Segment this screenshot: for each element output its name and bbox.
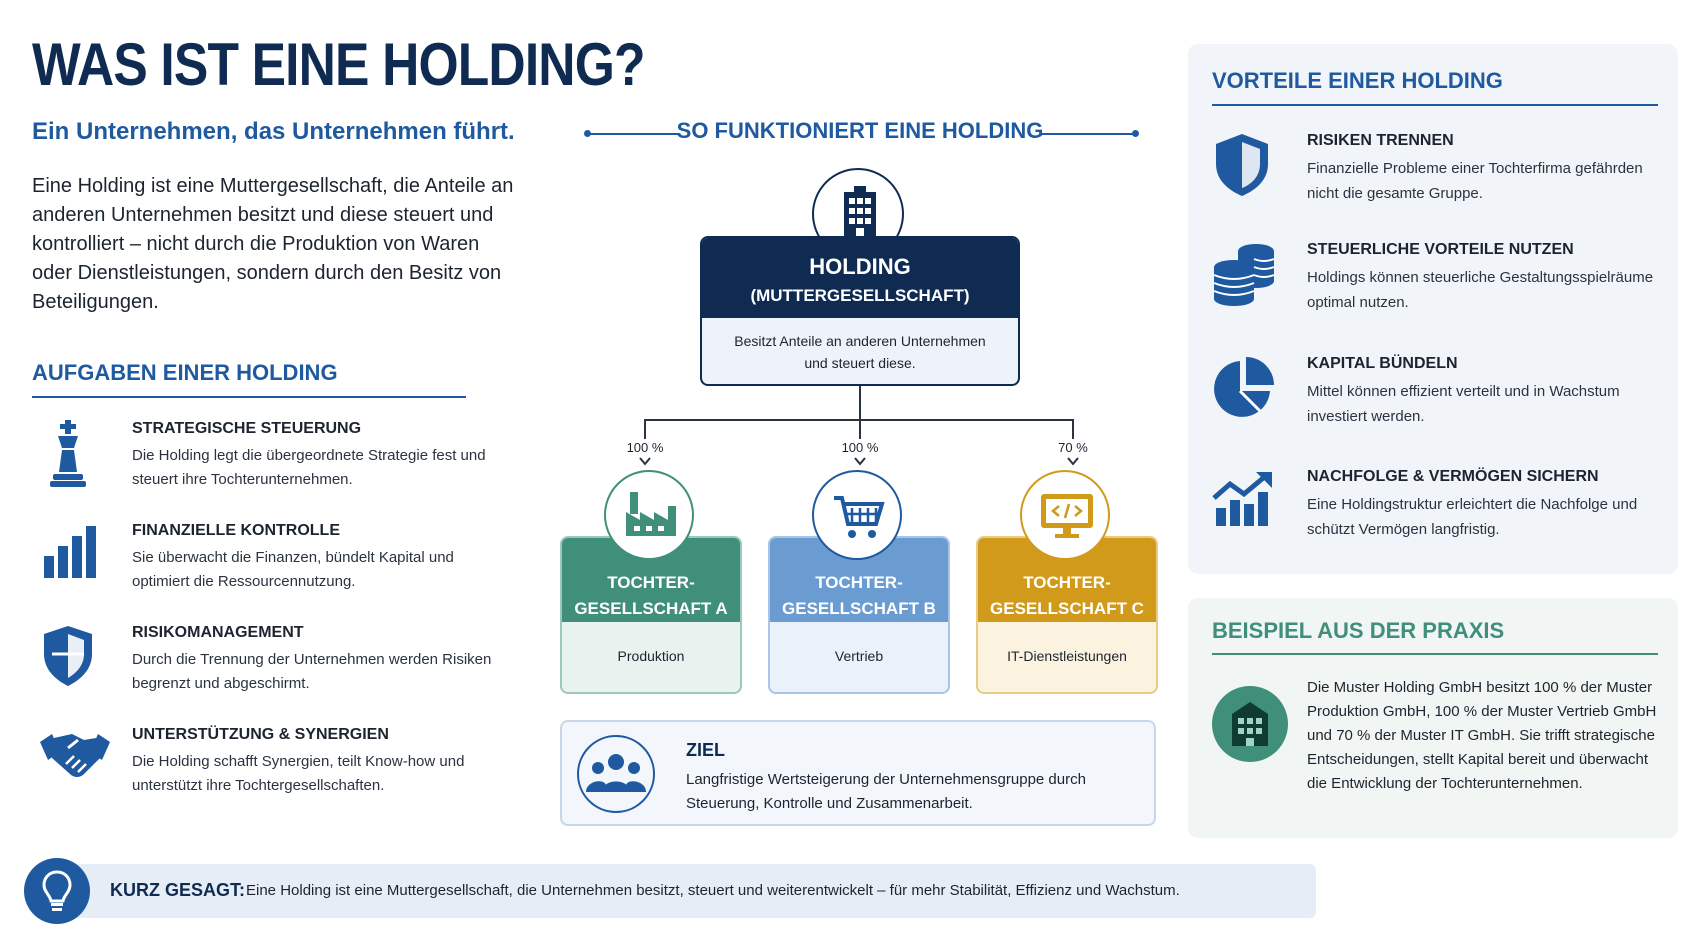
beispiel-heading: BEISPIEL AUS DER PRAXIS	[1212, 618, 1505, 643]
advantage-title: KAPITAL BÜNDELN	[1307, 355, 1458, 372]
subsidiary-a-circle	[604, 470, 694, 560]
share-a: 100 %	[626, 440, 664, 455]
handshake-icon	[38, 726, 110, 786]
arrow-down-icon	[1067, 457, 1079, 466]
connector-trunk	[859, 386, 861, 420]
task-title: STRATEGISCHE STEUERUNG	[132, 420, 362, 437]
pie-chart-icon	[1212, 355, 1278, 421]
page-title: WAS IST EINE HOLDING?	[32, 31, 645, 98]
subsidiary-desc: Vertrieb	[834, 648, 884, 664]
summary-bar: KURZ GESAGT: Eine Holding ist eine Mutte…	[60, 864, 1316, 918]
flow-heading: SO FUNKTIONIERT EINE HOLDING	[676, 118, 1044, 143]
task-risk: RISIKOMANAGEMENT Durch die Trennung der …	[32, 624, 502, 704]
holding-desc: Besitzt Anteile an anderen Unternehmen u…	[734, 333, 986, 371]
shield-icon	[38, 624, 98, 686]
goal-title: ZIEL	[686, 740, 725, 760]
flow-line-left	[588, 133, 680, 135]
task-title: UNTERSTÜTZUNG & SYNERGIEN	[132, 726, 389, 743]
summary-icon-circle	[24, 858, 90, 924]
page-subtitle: Ein Unternehmen, das Unternehmen führt.	[32, 118, 515, 145]
task-text: Die Holding schafft Synergien, teilt Kno…	[132, 753, 465, 794]
vorteile-divider	[1212, 104, 1658, 106]
building-icon	[836, 186, 884, 242]
advantage-tax: STEUERLICHE VORTEILE NUTZEN Holdings kön…	[1212, 241, 1672, 331]
cart-icon	[832, 494, 886, 540]
advantage-title: RISIKEN TRENNEN	[1307, 132, 1454, 149]
bar-chart-icon	[38, 522, 98, 582]
subsidiary-desc: Produktion	[617, 648, 685, 664]
goal-text: Langfristige Wertsteigerung der Unterneh…	[686, 771, 1086, 812]
task-strategic: STRATEGISCHE STEUERUNG Die Holding legt …	[32, 420, 502, 500]
arrow-down-icon	[639, 457, 651, 466]
chess-king-icon	[38, 420, 98, 487]
advantage-title: NACHFOLGE & VERMÖGEN SICHERN	[1307, 468, 1599, 485]
task-text: Sie überwacht die Finanzen, bündelt Kapi…	[132, 549, 454, 590]
holding-header: HOLDING (MUTTERGESELLSCHAFT)	[702, 238, 1018, 318]
coins-icon	[1212, 241, 1278, 307]
advantage-text: Mittel können effizient verteilt und in …	[1307, 383, 1620, 425]
task-title: FINANZIELLE KONTROLLE	[132, 522, 340, 539]
advantage-text: Holdings können steuerliche Gestaltungss…	[1307, 269, 1654, 311]
share-c: 70 %	[1058, 440, 1088, 455]
summary-label: KURZ GESAGT:	[110, 880, 245, 900]
advantage-text: Eine Holdingstruktur erleichtert die Nac…	[1307, 496, 1638, 538]
goal-box: ZIEL Langfristige Wertsteigerung der Unt…	[560, 720, 1156, 826]
subsidiary-desc: IT-Dienstleistungen	[1007, 648, 1127, 664]
lightbulb-icon	[42, 870, 72, 912]
vorteile-panel	[1188, 44, 1678, 574]
monitor-code-icon	[1039, 492, 1095, 540]
advantage-title: STEUERLICHE VORTEILE NUTZEN	[1307, 241, 1574, 258]
aufgaben-heading: AUFGABEN EINER HOLDING	[32, 360, 338, 385]
holding-box: HOLDING (MUTTERGESELLSCHAFT) Besitzt Ant…	[700, 236, 1020, 386]
task-text: Die Holding legt die übergeordnete Strat…	[132, 447, 486, 488]
office-building-icon	[1230, 700, 1270, 748]
task-title: RISIKOMANAGEMENT	[132, 624, 304, 641]
connector-c	[1072, 419, 1074, 439]
beispiel-divider	[1212, 653, 1658, 655]
advantage-risk: RISIKEN TRENNEN Finanzielle Probleme ein…	[1212, 132, 1672, 222]
team-icon	[576, 734, 656, 814]
advantage-succession: NACHFOLGE & VERMÖGEN SICHERN Eine Holdin…	[1212, 468, 1672, 558]
holding-subname: (MUTTERGESELLSCHAFT)	[750, 286, 970, 305]
intro-text: Eine Holding ist eine Muttergesellschaft…	[32, 175, 514, 313]
task-synergy: UNTERSTÜTZUNG & SYNERGIEN Die Holding sc…	[32, 726, 502, 806]
factory-icon	[624, 492, 678, 538]
aufgaben-divider	[32, 396, 466, 398]
subsidiary-c: TOCHTER-GESELLSCHAFT C IT-Dienstleistung…	[976, 536, 1158, 694]
task-finance: FINANZIELLE KONTROLLE Sie überwacht die …	[32, 522, 502, 602]
task-text: Durch die Trennung der Unternehmen werde…	[132, 651, 492, 692]
growth-chart-icon	[1212, 468, 1278, 534]
summary-text: Eine Holding ist eine Muttergesellschaft…	[246, 882, 1180, 899]
subsidiary-c-circle	[1020, 470, 1110, 560]
connector-a	[644, 419, 646, 439]
arrow-down-icon	[854, 457, 866, 466]
advantage-text: Finanzielle Probleme einer Tochterfirma …	[1307, 160, 1643, 202]
subsidiary-b-circle	[812, 470, 902, 560]
beispiel-icon-circle	[1212, 686, 1288, 762]
shield-icon	[1212, 132, 1278, 198]
flow-line-right	[1040, 133, 1134, 135]
beispiel-text: Die Muster Holding GmbH besitzt 100 % de…	[1307, 679, 1657, 792]
flow-line-dot-right	[1132, 130, 1139, 137]
advantage-capital: KAPITAL BÜNDELN Mittel können effizient …	[1212, 355, 1672, 445]
share-b: 100 %	[841, 440, 879, 455]
flow-line-dot-left	[584, 130, 591, 137]
connector-b	[859, 419, 861, 439]
vorteile-heading: VORTEILE EINER HOLDING	[1212, 68, 1503, 93]
holding-name: HOLDING	[809, 254, 911, 279]
